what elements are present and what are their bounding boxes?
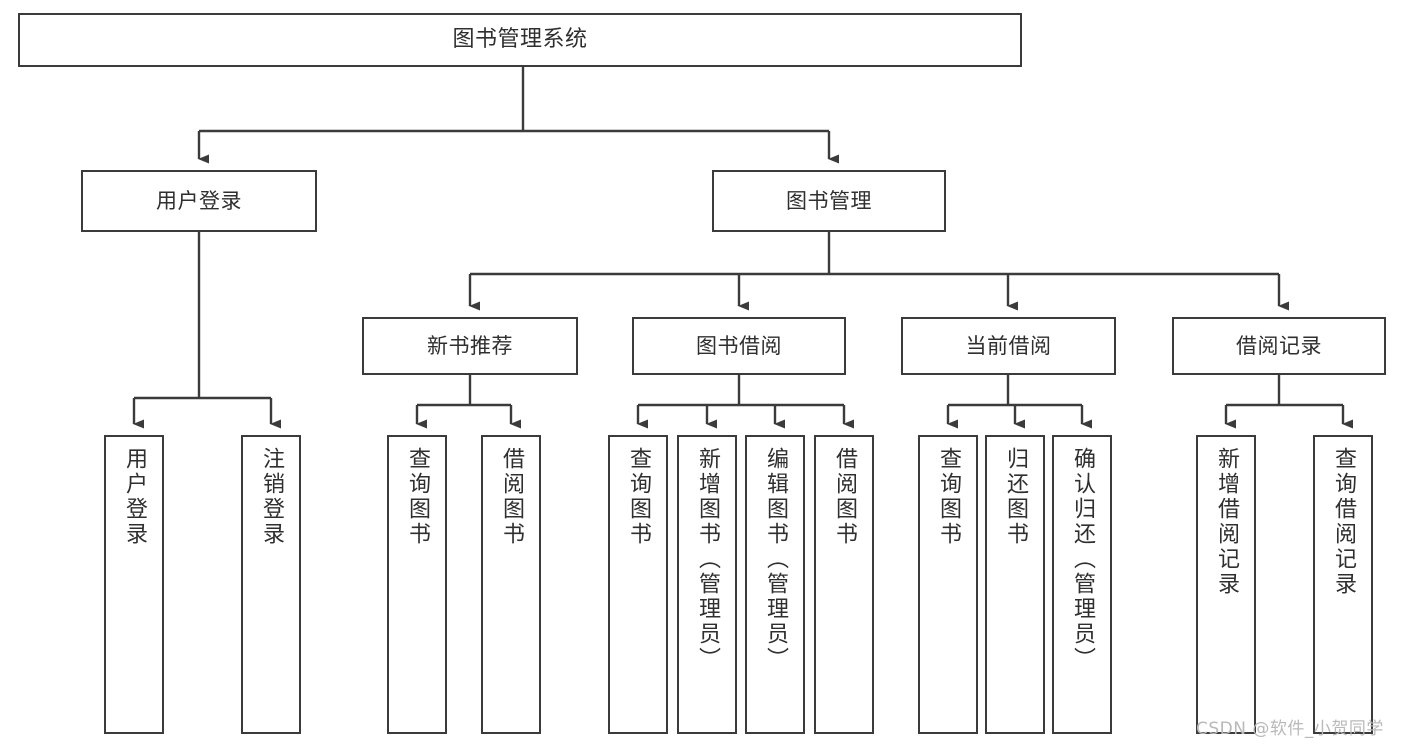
node-root[interactable]: 图书管理系统 xyxy=(18,13,1022,67)
node-label-leaf-query-book-1: 查询图书 xyxy=(405,447,430,547)
node-label-leaf-borrow-book-1: 借阅图书 xyxy=(499,447,524,547)
node-user-login[interactable]: 用户登录 xyxy=(81,170,317,232)
node-book-borrow[interactable]: 图书借阅 xyxy=(632,317,846,375)
connector-group xyxy=(132,67,1353,429)
node-label-user-login: 用户登录 xyxy=(156,188,242,213)
node-label-leaf-return-book: 归还图书 xyxy=(1003,447,1028,547)
node-label-root: 图书管理系统 xyxy=(452,26,588,52)
node-leaf-borrow-book-2[interactable]: 借阅图书 xyxy=(814,435,874,734)
node-label-leaf-confirm-ret: 确认归还（管理员） xyxy=(1070,447,1095,672)
node-leaf-add-book[interactable]: 新增图书（管理员） xyxy=(677,435,737,734)
node-label-leaf-add-record: 新增借阅记录 xyxy=(1214,447,1239,597)
node-label-new-book-rec: 新书推荐 xyxy=(427,333,513,358)
node-leaf-query-book-2[interactable]: 查询图书 xyxy=(608,435,668,734)
node-leaf-return-book[interactable]: 归还图书 xyxy=(985,435,1045,734)
node-leaf-query-book-3[interactable]: 查询图书 xyxy=(918,435,978,734)
node-label-leaf-query-book-3: 查询图书 xyxy=(936,447,961,547)
node-leaf-query-record[interactable]: 查询借阅记录 xyxy=(1313,435,1373,734)
node-label-leaf-user-login: 用户登录 xyxy=(122,447,147,547)
node-label-leaf-query-record: 查询借阅记录 xyxy=(1331,447,1356,597)
node-leaf-user-logout[interactable]: 注销登录 xyxy=(241,435,301,734)
node-new-book-rec[interactable]: 新书推荐 xyxy=(362,317,578,375)
node-label-leaf-borrow-book-2: 借阅图书 xyxy=(832,447,857,547)
node-label-leaf-edit-book: 编辑图书（管理员） xyxy=(763,447,788,672)
node-label-leaf-query-book-2: 查询图书 xyxy=(626,447,651,547)
node-leaf-edit-book[interactable]: 编辑图书（管理员） xyxy=(745,435,805,734)
node-label-book-manage: 图书管理 xyxy=(786,188,872,213)
node-book-manage[interactable]: 图书管理 xyxy=(712,170,946,232)
node-label-leaf-add-book: 新增图书（管理员） xyxy=(695,447,720,672)
node-current-borrow[interactable]: 当前借阅 xyxy=(901,317,1116,375)
node-leaf-confirm-ret[interactable]: 确认归还（管理员） xyxy=(1052,435,1112,734)
node-leaf-user-login[interactable]: 用户登录 xyxy=(104,435,164,734)
node-label-book-borrow: 图书借阅 xyxy=(696,333,782,358)
node-label-borrow-record: 借阅记录 xyxy=(1236,333,1322,358)
node-label-leaf-user-logout: 注销登录 xyxy=(259,447,284,547)
node-leaf-query-book-1[interactable]: 查询图书 xyxy=(387,435,447,734)
node-leaf-add-record[interactable]: 新增借阅记录 xyxy=(1196,435,1256,734)
node-label-current-borrow: 当前借阅 xyxy=(965,333,1052,358)
node-leaf-borrow-book-1[interactable]: 借阅图书 xyxy=(481,435,541,734)
node-borrow-record[interactable]: 借阅记录 xyxy=(1172,317,1386,375)
